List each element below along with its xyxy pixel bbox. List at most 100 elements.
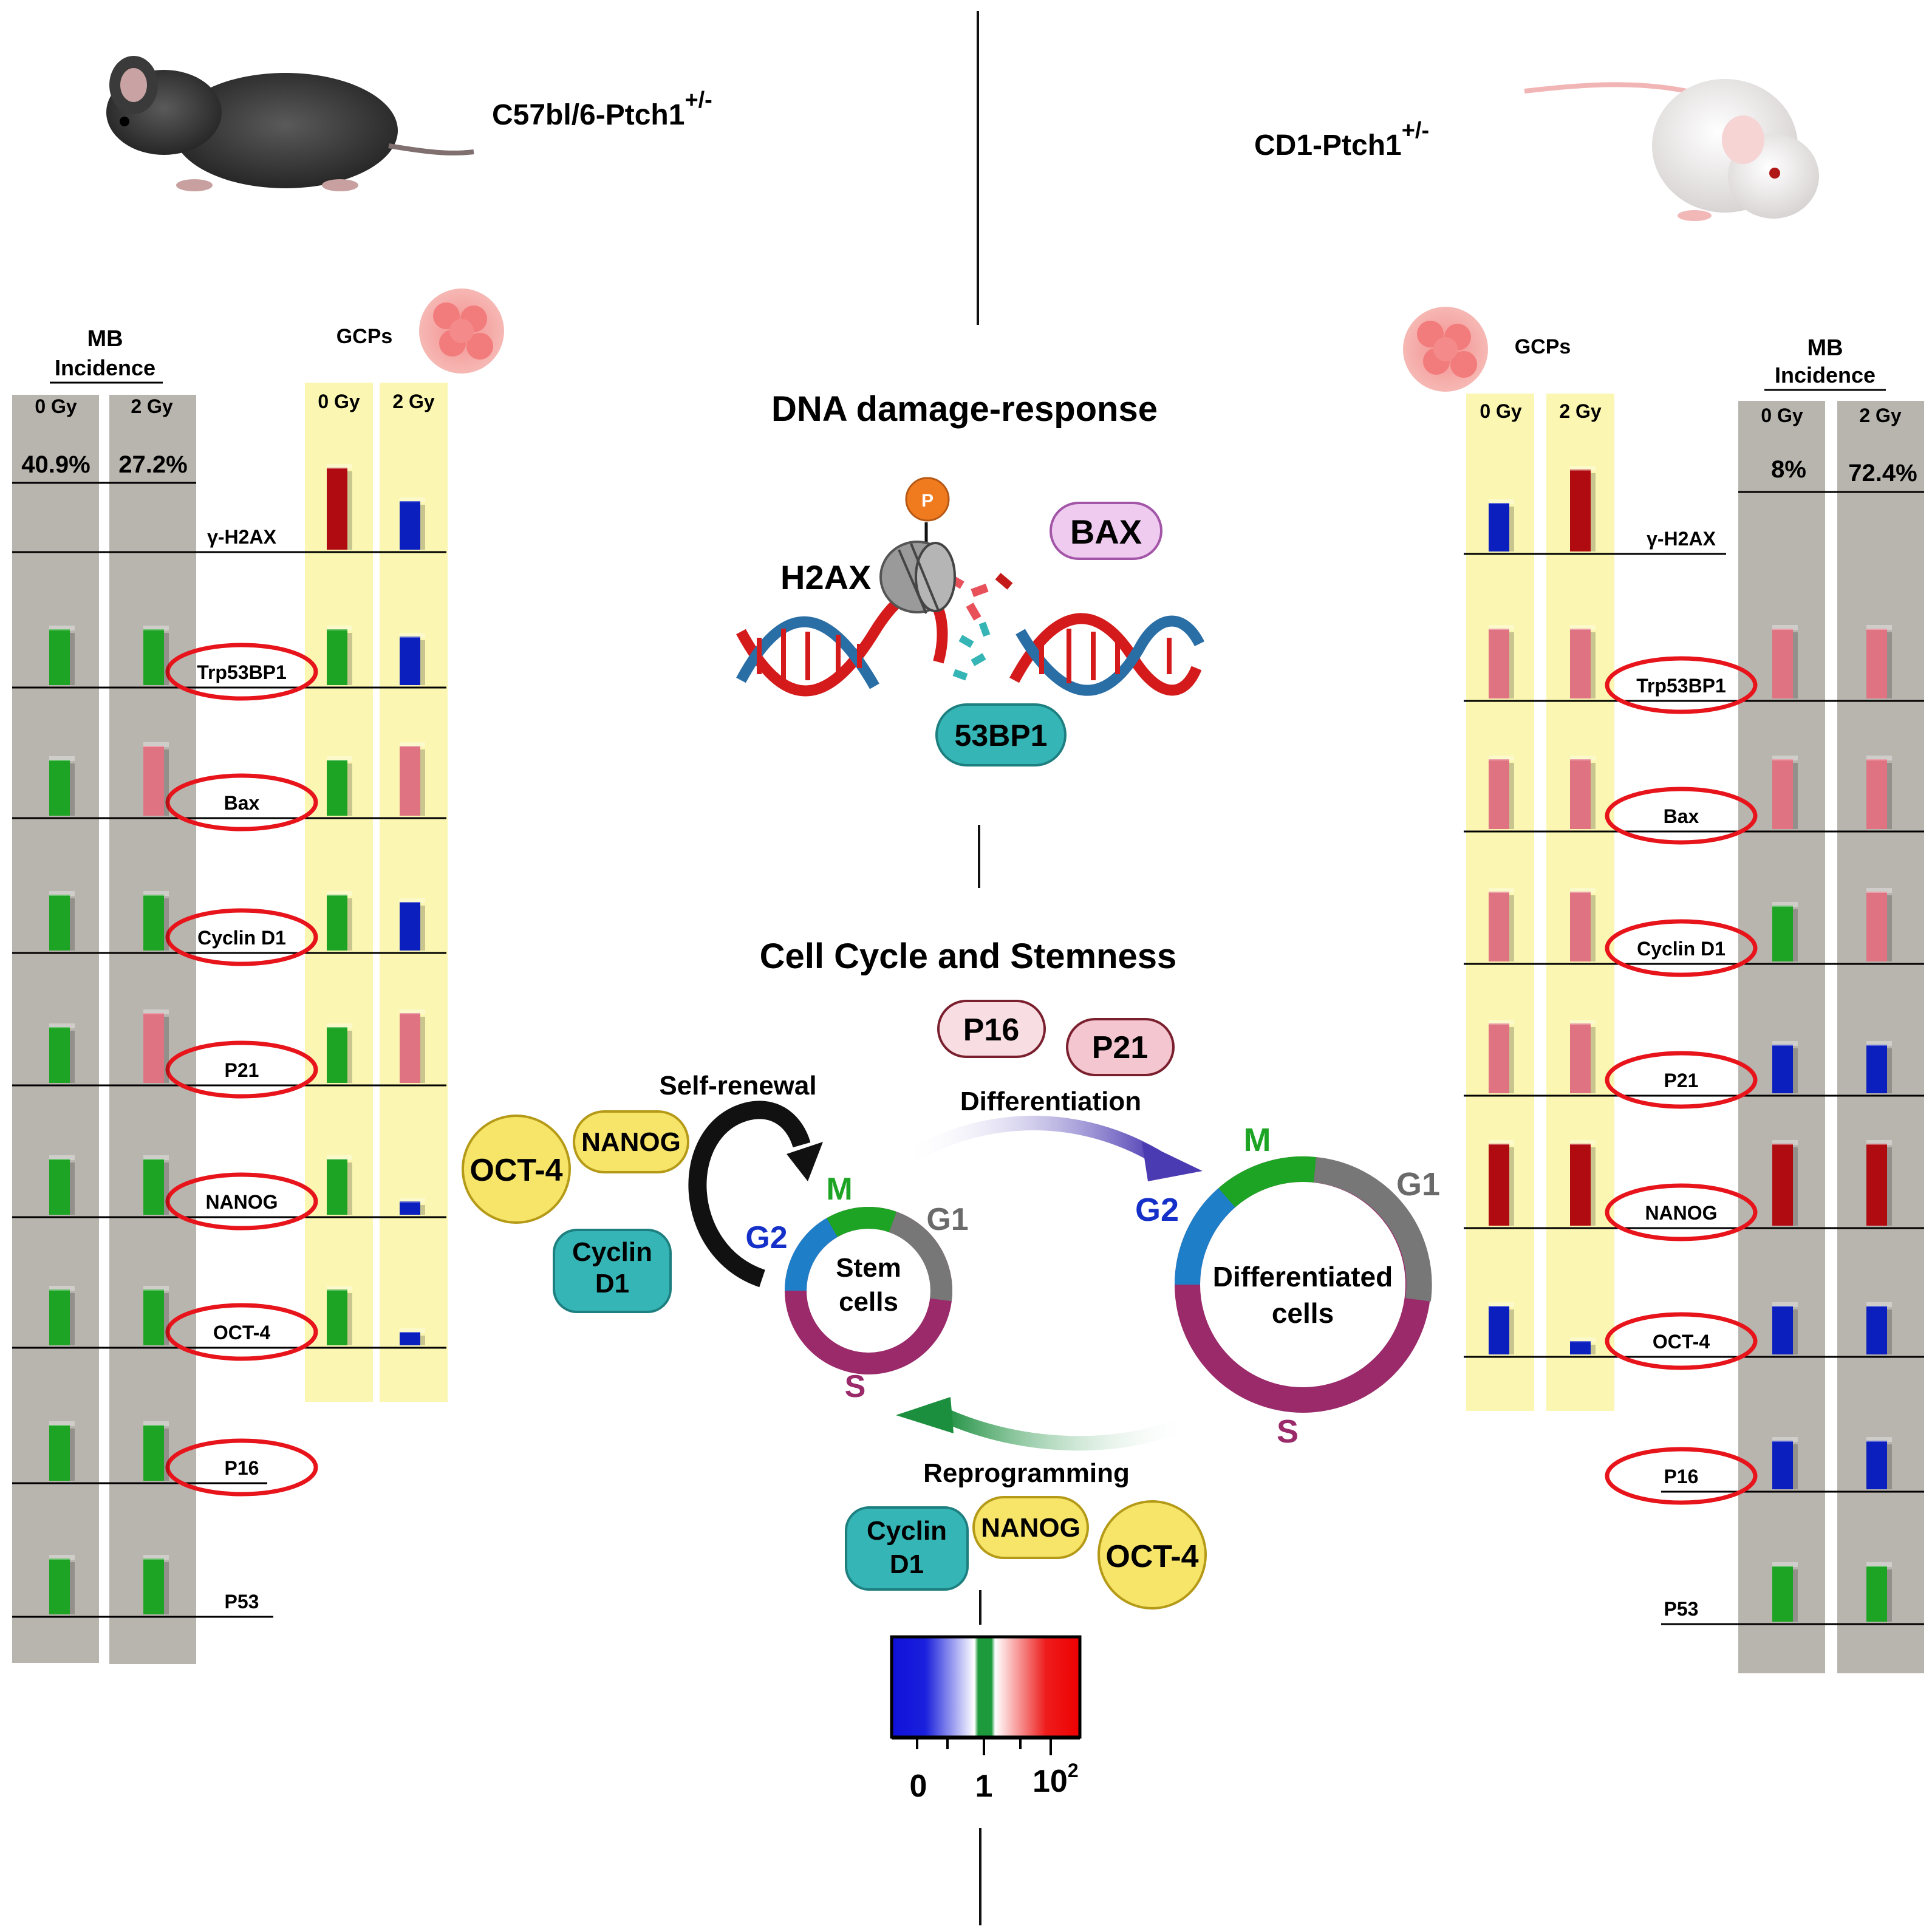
svg-text:D1: D1: [890, 1549, 924, 1579]
highlight-circle: [165, 1303, 318, 1361]
marker-label: Cyclin D1: [197, 927, 286, 949]
marker-label: P53: [225, 1591, 259, 1613]
bar-mb0: [1772, 1302, 1798, 1354]
bar-g2: [1570, 1140, 1596, 1226]
cyclin-d1-pill-lower: Cyclin D1: [845, 1506, 969, 1591]
marker-row: P21: [12, 1009, 446, 1099]
bar-g0: [327, 891, 352, 951]
marker-label: OCT-4: [1653, 1331, 1710, 1353]
bar-mb2: [1866, 1437, 1892, 1489]
highlight-circle: [165, 643, 318, 701]
svg-text:NANOG: NANOG: [581, 1127, 681, 1157]
marker-row: Cyclin D1: [1464, 888, 1924, 977]
bar-mb2: [143, 1555, 169, 1614]
highlight-circle: [165, 773, 318, 831]
bax-pill: BAX: [1050, 502, 1162, 560]
left-mb-subtitle: Incidence: [55, 355, 155, 380]
bar-mb2: [143, 1009, 169, 1083]
scale-tick-0: 0: [910, 1769, 927, 1804]
bar-g2: [400, 1198, 425, 1215]
bar-mb0: [49, 1286, 75, 1345]
highlight-circle: [1605, 1447, 1758, 1505]
bar-g2: [1570, 466, 1596, 551]
bar-mb0: [49, 891, 75, 951]
highlight-circle: [165, 1040, 318, 1099]
bar-g2: [400, 633, 425, 685]
phospho-badge: P: [905, 477, 950, 522]
scale-tick-1: 1: [975, 1769, 993, 1804]
left-mb-col1-dose: 2 Gy: [131, 395, 173, 417]
bar-mb2: [1866, 1041, 1892, 1093]
bar-mb0: [1772, 902, 1798, 961]
svg-text:NANOG: NANOG: [981, 1513, 1080, 1543]
ddr-title: DNA damage-response: [771, 389, 1158, 429]
bar-g2: [400, 742, 425, 816]
highlight-circle: [165, 1438, 318, 1497]
cell-cluster-icon-left: [419, 288, 504, 374]
stem-cells-line1: Stem: [836, 1253, 901, 1283]
svg-text:OCT-4: OCT-4: [469, 1153, 562, 1188]
bar-mb2: [1866, 625, 1892, 698]
diff-cells-line1: Differentiated: [1213, 1261, 1393, 1292]
bar-mb0: [49, 756, 75, 816]
bar-g0: [1489, 625, 1514, 698]
bar-mb2: [143, 891, 169, 951]
bar-g2: [1570, 756, 1596, 829]
marker-row: Trp53BP1: [12, 626, 446, 701]
svg-text:OCT-4: OCT-4: [1105, 1539, 1198, 1574]
reprogramming-label: Reprogramming: [923, 1458, 1130, 1488]
p16-pill: P16: [937, 1000, 1046, 1058]
left-mb-col1-incidence: 27.2%: [118, 451, 187, 478]
bar-mb0: [1772, 1041, 1798, 1093]
ccs-title: Cell Cycle and Stemness: [760, 937, 1177, 976]
bar-mb0: [49, 1023, 75, 1083]
marker-row: P21: [1464, 1020, 1924, 1109]
marker-label: Trp53BP1: [197, 661, 287, 683]
bar-g0: [327, 626, 352, 685]
bar-mb0: [1772, 625, 1798, 698]
right-gcp-col1-dose: 2 Gy: [1559, 400, 1602, 422]
marker-row: P53: [12, 1555, 273, 1618]
svg-text:P21: P21: [1092, 1030, 1149, 1065]
scale-tick-100: 102: [1033, 1760, 1079, 1799]
right-gcps-title: GCPs: [1515, 335, 1571, 358]
stem-cells-line2: cells: [839, 1287, 898, 1317]
bar-mb0: [49, 1155, 75, 1215]
diff-phase-g2: G2: [1135, 1192, 1179, 1228]
dna-helix-right: [1009, 613, 1205, 696]
marker-label: Trp53BP1: [1636, 675, 1726, 697]
bar-mb2: [143, 626, 169, 685]
marker-row: OCT-4: [1464, 1302, 1924, 1370]
bar-g2: [400, 1328, 425, 1345]
stem-phase-s: S: [845, 1369, 866, 1404]
svg-text:Cyclin: Cyclin: [867, 1516, 947, 1546]
marker-label: γ-H2AX: [1647, 528, 1716, 550]
marker-row: Bax: [12, 742, 446, 831]
right-mb-columns: [1738, 401, 1924, 1673]
bar-mb2: [143, 742, 169, 816]
bar-mb0: [1772, 756, 1798, 829]
right-mb-title: MB: [1807, 335, 1843, 361]
bar-g2: [400, 497, 425, 550]
left-gcp-col1-dose: 2 Gy: [392, 391, 435, 412]
marker-row: Bax: [1464, 756, 1924, 845]
marker-label: γ-H2AX: [207, 526, 276, 548]
bar-mb2: [1866, 888, 1892, 961]
bar-g0: [1489, 756, 1514, 829]
right-mb-col1-dose: 2 Gy: [1859, 405, 1902, 426]
highlight-circle: [1605, 787, 1758, 845]
black-mouse-image: [106, 56, 474, 191]
bar-mb2: [1866, 756, 1892, 829]
bar-g2: [1570, 625, 1596, 698]
bar-g0: [327, 1286, 352, 1345]
dna-break-fragments: [946, 573, 1013, 681]
bar-mb2: [1866, 1140, 1892, 1226]
bar-mb2: [143, 1286, 169, 1345]
marker-row: P16: [12, 1421, 318, 1497]
oct4-circle-upper: OCT-4: [462, 1115, 571, 1224]
marker-row: γ-H2AX: [1464, 466, 1726, 555]
marker-row: Trp53BP1: [1464, 625, 1924, 714]
left-mb-title: MB: [87, 326, 123, 352]
